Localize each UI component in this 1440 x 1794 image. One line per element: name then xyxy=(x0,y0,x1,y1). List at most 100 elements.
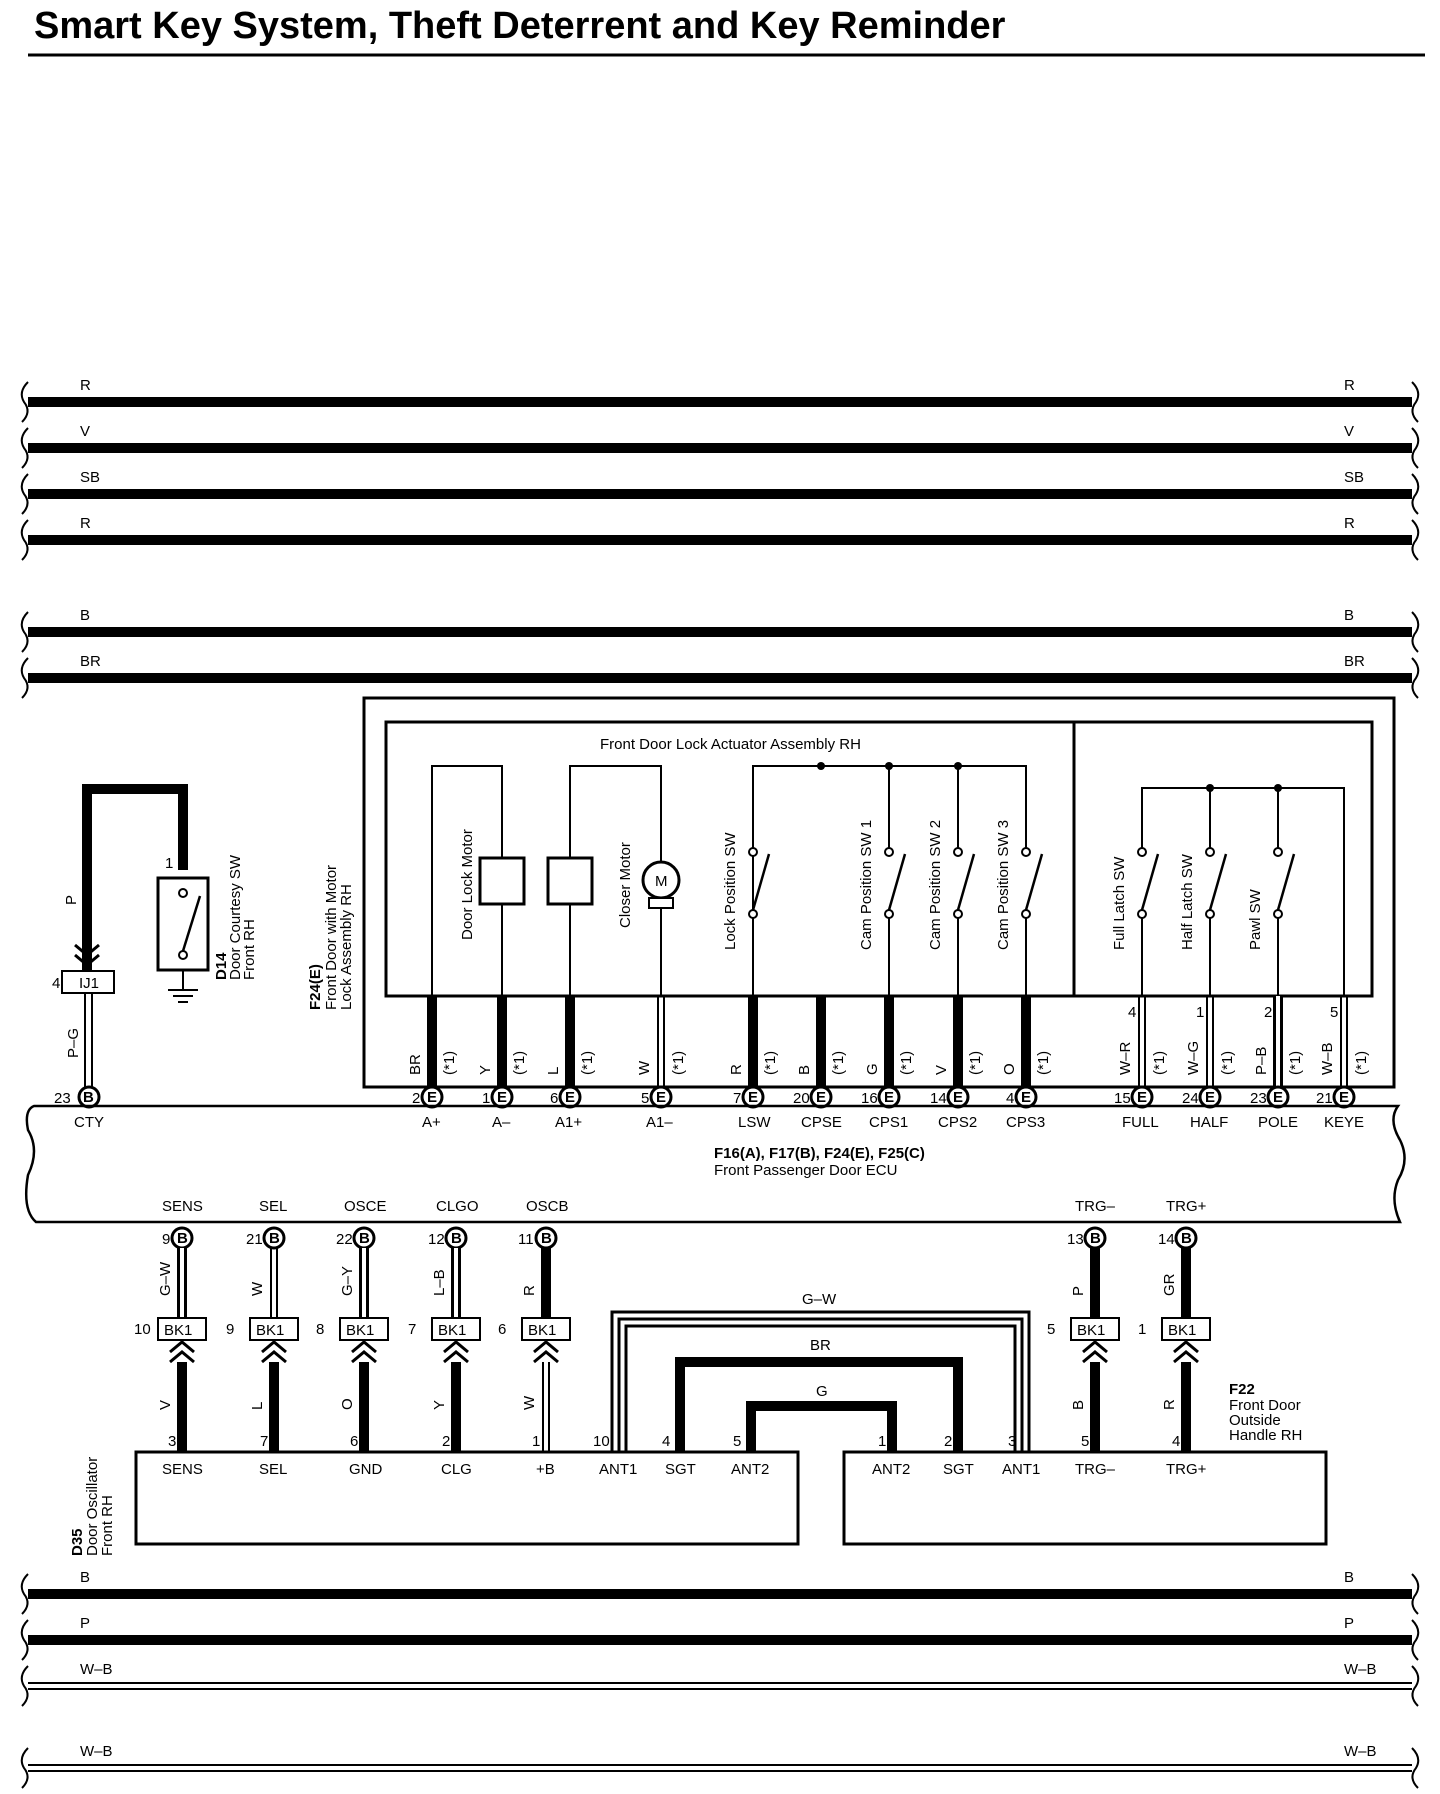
actuator-pin-number: 21 xyxy=(1316,1090,1333,1107)
actuator-pin-conn: E xyxy=(953,1089,963,1106)
actuator-pin-note: (*1) xyxy=(579,1051,596,1075)
actuator-pin-note: (*1) xyxy=(1219,1051,1236,1075)
assembly-label-3: Lock Assembly RH xyxy=(338,884,355,1010)
wire-break-icon xyxy=(1411,473,1420,515)
switch-label: Cam Position SW 2 xyxy=(927,820,944,950)
wire-break-icon xyxy=(20,519,29,561)
wire-break-icon xyxy=(20,427,29,469)
actuator-pin-terminal: A– xyxy=(492,1114,511,1131)
switch-contact-icon xyxy=(887,853,907,911)
bus-wire-label-left: R xyxy=(80,377,91,394)
antenna-pin-number: 1 xyxy=(878,1433,886,1450)
switch-terminal-icon xyxy=(1205,909,1215,919)
bus-wire-label-right: R xyxy=(1344,377,1355,394)
wire-break-icon xyxy=(20,657,29,699)
oscillator-and-handle: D35 Door Oscillator Front RH F22 Front D… xyxy=(69,1381,1328,1556)
switch-label: Cam Position SW 1 xyxy=(858,820,875,950)
component-pin-number: 4 xyxy=(1172,1433,1180,1450)
antenna-pin-number: 2 xyxy=(944,1433,952,1450)
wire-break-icon xyxy=(1411,1619,1420,1661)
antenna-wire-br: BR xyxy=(810,1337,831,1354)
ecu-bottom-pin-conn: B xyxy=(451,1230,462,1247)
junction-bk1 xyxy=(1161,1317,1211,1341)
actuator-pin-wire-color: R xyxy=(728,1064,745,1075)
wire-break-icon xyxy=(20,1665,29,1707)
f22-label-3: Outside xyxy=(1229,1412,1281,1429)
d14-terminal: CTY xyxy=(74,1114,104,1131)
junction-pin-number: 8 xyxy=(316,1321,324,1338)
actuator-pin-terminal: A1– xyxy=(646,1114,673,1131)
lower-wire-color: L xyxy=(249,1402,266,1410)
diagram-title: Smart Key System, Theft Deterrent and Ke… xyxy=(34,5,1006,47)
junction-bk1 xyxy=(157,1317,207,1341)
actuator-pin-number: 6 xyxy=(550,1090,558,1107)
bus-wire-label-right: W–B xyxy=(1344,1661,1377,1678)
junction-bk1 xyxy=(431,1317,481,1341)
connector-chevron-icon xyxy=(74,943,100,967)
d35-door-oscillator-box xyxy=(134,1450,800,1546)
actuator-pin-terminal: KEYE xyxy=(1324,1114,1364,1131)
bus-wire-label-left: B xyxy=(80,1569,90,1586)
wire-break-icon xyxy=(1411,1665,1420,1707)
actuator-pin-conn: E xyxy=(1205,1089,1215,1106)
actuator-pin-terminal: FULL xyxy=(1122,1114,1159,1131)
wire-break-icon xyxy=(1411,1747,1420,1789)
ecu-bottom-wire-color: L–B xyxy=(431,1269,448,1296)
actuator-pin-conn: E xyxy=(427,1089,437,1106)
ecu-bottom-wire-color: P xyxy=(1070,1286,1087,1296)
junction-label: BK1 xyxy=(1077,1322,1105,1339)
actuator-pin-top-number: 4 xyxy=(1128,1004,1136,1021)
actuator-pin-note: (*1) xyxy=(1287,1051,1304,1075)
actuator-pin-terminal: LSW xyxy=(738,1114,771,1131)
actuator-pin-conn: E xyxy=(748,1089,758,1106)
actuator-pin-number: 4 xyxy=(1006,1090,1014,1107)
actuator-pin-conn: E xyxy=(1339,1089,1349,1106)
ecu-bottom-terminal: TRG– xyxy=(1075,1198,1116,1215)
actuator-pin-top-number: 1 xyxy=(1196,1004,1204,1021)
d14-label-2: Door Courtesy SW xyxy=(227,854,244,980)
connector-chevron-icon xyxy=(443,1340,469,1364)
bus-wire-label-left: V xyxy=(80,423,90,440)
switch-terminal-icon xyxy=(884,909,894,919)
component-pin-number: 1 xyxy=(532,1433,540,1450)
lower-wire-color: W xyxy=(521,1395,538,1410)
f22-label-1: F22 xyxy=(1229,1381,1255,1398)
lower-wire-color: O xyxy=(339,1398,356,1410)
wire-break-icon xyxy=(20,381,29,423)
assembly-label-2: Front Door with Motor xyxy=(323,865,340,1010)
actuator-pin-conn: E xyxy=(1137,1089,1147,1106)
door-courtesy-switch-group: P 4 IJ1 P–G 23 B CTY 1 D14 Door Courtesy… xyxy=(52,784,258,1131)
ecu-bottom-terminal: OSCB xyxy=(526,1198,569,1215)
wire-break-icon xyxy=(1411,519,1420,561)
bus-wire-label-right: P xyxy=(1344,1615,1354,1632)
motor-symbol: M xyxy=(655,873,668,890)
actuator-pin-wire-color: BR xyxy=(407,1054,424,1075)
actuator-pin-note: (*1) xyxy=(441,1051,458,1075)
bus-wire-label-right: SB xyxy=(1344,469,1364,486)
actuator-pin-wire-color: L xyxy=(545,1067,562,1075)
wire-break-icon xyxy=(1411,611,1420,653)
bus-wire-label-left: BR xyxy=(80,653,101,670)
actuator-pin-note: (*1) xyxy=(898,1051,915,1075)
actuator-pin-number: 5 xyxy=(641,1090,649,1107)
lower-wire-color: V xyxy=(157,1400,174,1410)
door-lock-motor-icon xyxy=(478,856,526,906)
bus-wire-label-right: R xyxy=(1344,515,1355,532)
wire-break-icon xyxy=(1411,381,1420,423)
actuator-pin-terminal: CPS1 xyxy=(869,1114,908,1131)
antenna-pin-number: 10 xyxy=(593,1433,610,1450)
junction-label: BK1 xyxy=(256,1322,284,1339)
junction-pin-number: 7 xyxy=(408,1321,416,1338)
actuator-pin-wire-color: Y xyxy=(477,1065,494,1075)
antenna-terminal: ANT1 xyxy=(1002,1461,1040,1478)
switch-contact-icon xyxy=(1208,853,1228,911)
antenna-pin-number: 5 xyxy=(733,1433,741,1450)
switch-contact-icon xyxy=(1276,853,1296,911)
junction-pin-number: 9 xyxy=(226,1321,234,1338)
actuator-pin-conn: E xyxy=(816,1089,826,1106)
actuator-pin-terminal: A1+ xyxy=(555,1114,582,1131)
wire-break-icon xyxy=(20,1573,29,1615)
component-pin-terminal: CLG xyxy=(441,1461,472,1478)
switch-terminal-icon xyxy=(748,909,758,919)
